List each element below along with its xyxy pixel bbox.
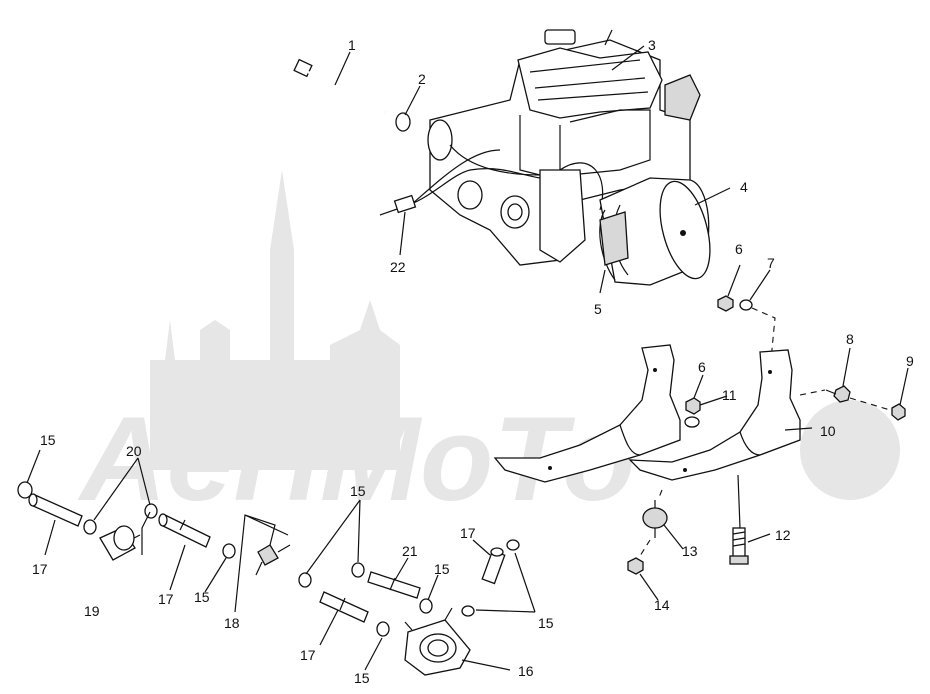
callout-15e: 15: [354, 670, 370, 686]
callout-12: 12: [775, 527, 791, 543]
part-muffler-4: [599, 177, 711, 286]
callout-15a: 15: [40, 432, 56, 448]
leader-lines: [26, 45, 909, 671]
part-clamp-15-b: [222, 543, 236, 559]
watermark-skyline: [150, 170, 400, 470]
callout-2: 2: [418, 71, 426, 87]
callout-16: 16: [518, 663, 534, 679]
callout-5: 5: [594, 301, 602, 317]
part-washer-2: [395, 112, 411, 132]
part-clamp-15-e: [419, 598, 433, 614]
callout-20: 20: [126, 443, 142, 459]
leader-dashed-8: [849, 397, 891, 411]
part-hose-17-b: [158, 513, 211, 548]
part-bolt-12: [729, 474, 749, 565]
part-hose-17-d: [481, 547, 506, 585]
callout-17b: 17: [158, 591, 174, 607]
part-clamp-15-d: [351, 562, 365, 578]
part-nut-14: [627, 557, 644, 575]
part-nut-6-upper: [717, 295, 734, 312]
callout-4: 4: [740, 179, 748, 195]
callout-8: 8: [846, 331, 854, 347]
callout-15c: 15: [350, 483, 366, 499]
callouts: 1 2 3 4 5 6 6 7 8 9 10 11 12 13 14 15 15…: [32, 37, 914, 686]
callout-18: 18: [224, 615, 240, 631]
part-hose-17-a: [28, 493, 83, 527]
part-nut-6-lower: [685, 397, 701, 415]
callout-17d: 17: [460, 525, 476, 541]
callout-6b: 6: [698, 359, 706, 375]
leader-dashed-8b: [799, 389, 826, 396]
callout-17c: 17: [300, 647, 316, 663]
callout-6a: 6: [735, 241, 743, 257]
callout-21: 21: [402, 543, 418, 559]
part-bracket-10-left: [493, 344, 681, 483]
part-nut-9: [891, 403, 906, 421]
watermark-wheel-icon: [800, 400, 900, 500]
callout-11: 11: [722, 387, 737, 403]
part-clamp-15-f: [376, 621, 390, 637]
part-bracket-10-right: [628, 349, 801, 481]
part-clamp-15-g: [506, 539, 520, 551]
part-washer-7: [739, 299, 753, 311]
callout-13: 13: [682, 543, 698, 559]
callout-19: 19: [84, 603, 100, 619]
part-fuel-filter-19: [99, 525, 141, 561]
part-bolt-8: [825, 385, 851, 403]
part-clamp-20-b: [144, 503, 158, 519]
part-fuel-pump-16: [404, 607, 471, 676]
callout-3: 3: [648, 37, 656, 53]
callout-22: 22: [390, 259, 406, 275]
leader-dashed-13: [639, 489, 663, 557]
part-clamp-15-a: [17, 481, 33, 499]
callout-14: 14: [654, 597, 670, 613]
callout-1: 1: [348, 37, 356, 53]
part-clamp-15-h: [461, 605, 475, 617]
callout-15b: 15: [194, 589, 210, 605]
callout-7: 7: [767, 255, 775, 271]
part-valve-18: [255, 544, 291, 576]
callout-9: 9: [906, 353, 914, 369]
callout-15f: 15: [538, 615, 554, 631]
part-clamp-15-c: [298, 572, 312, 588]
part-cable-22: [379, 149, 541, 216]
part-washer-11: [684, 416, 700, 428]
callout-15d: 15: [434, 561, 450, 577]
part-clamp-20-a: [83, 519, 97, 535]
part-damper-13: [642, 500, 668, 538]
callout-10: 10: [820, 423, 836, 439]
part-hose-17-c: [319, 591, 369, 623]
part-hose-21: [367, 571, 421, 599]
part-bolt-1: [293, 58, 386, 114]
callout-17a: 17: [32, 561, 48, 577]
